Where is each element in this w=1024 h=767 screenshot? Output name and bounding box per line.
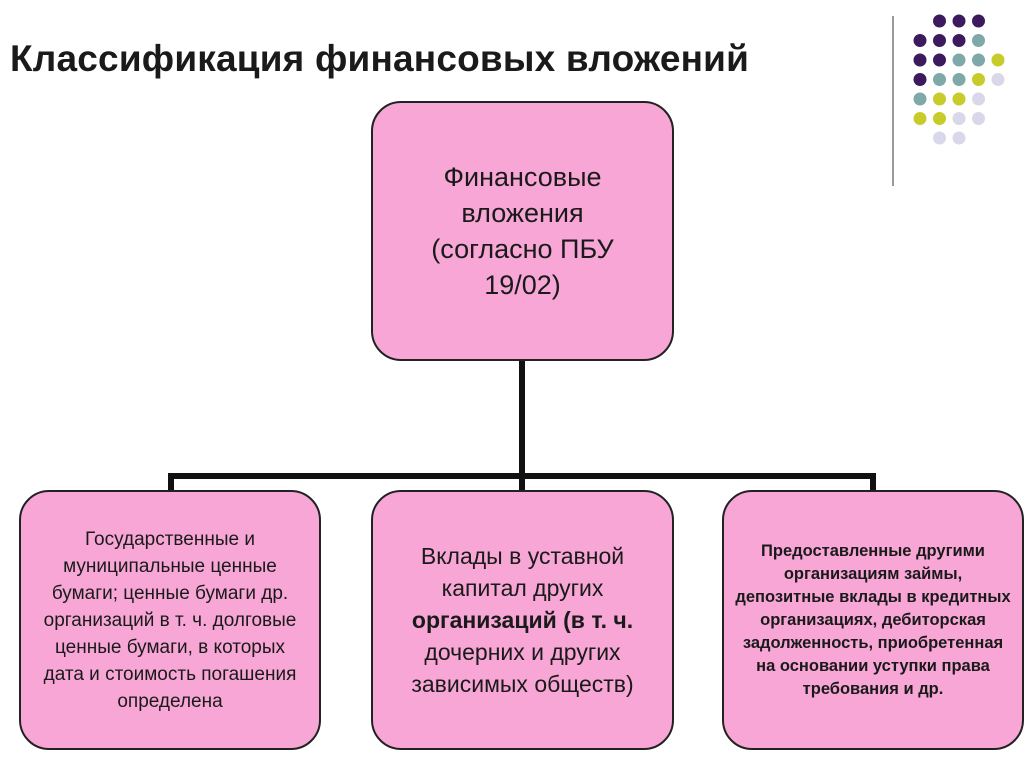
child-node-capital-contributions: Вклады в уставной капитал других организ… (371, 490, 674, 750)
child-node-capital-text-1: Вклады в уставной капитал других (420, 543, 625, 601)
child-node-securities: Государственные и муниципальные ценные б… (19, 490, 321, 750)
root-node-text: Финансовые вложения (согласно ПБУ 19/02) (431, 162, 614, 300)
child-node-loans-text: Предоставленные другими организациям зай… (735, 541, 1011, 698)
child-node-securities-text: Государственные и муниципальные ценные б… (43, 528, 297, 712)
root-node-financial-investments: Финансовые вложения (согласно ПБУ 19/02) (371, 101, 674, 361)
child-node-loans-deposits: Предоставленные другими организациям зай… (722, 490, 1024, 750)
slide-title: Классификация финансовых вложений (10, 38, 750, 79)
decorative-divider-line (892, 16, 894, 186)
child-node-capital-text-3: дочерних и других зависимых обществ) (411, 639, 634, 697)
child-node-capital-text-2: организаций (в т. ч. (411, 607, 634, 633)
